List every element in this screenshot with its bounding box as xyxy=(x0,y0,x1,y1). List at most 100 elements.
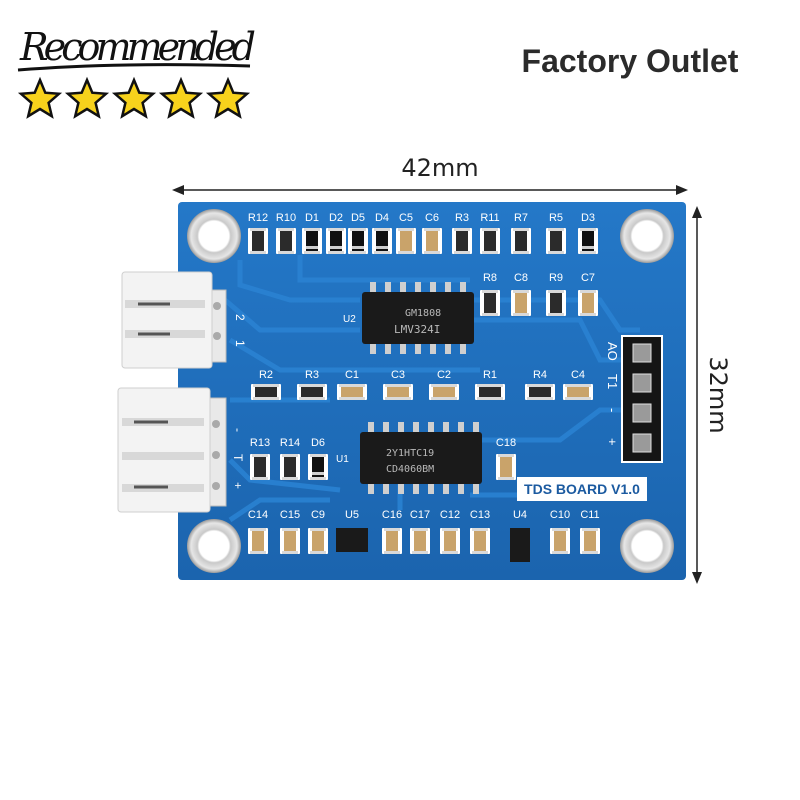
u1-ref: U1 xyxy=(336,454,349,465)
conn-pin-1: 1 xyxy=(233,340,247,347)
header-pin xyxy=(632,373,652,393)
silkscreen-label: D5 xyxy=(351,212,365,224)
width-label: 42mm xyxy=(401,154,478,182)
conn-pin-t: T xyxy=(231,454,245,462)
smd-part xyxy=(578,228,598,254)
mounting-hole xyxy=(620,209,674,263)
silkscreen-label: D1 xyxy=(305,212,319,224)
silkscreen-label: C5 xyxy=(399,212,413,224)
header-pin xyxy=(632,433,652,453)
smd-part xyxy=(302,228,322,254)
silkscreen-label: C3 xyxy=(391,369,405,381)
smd-part xyxy=(525,384,555,400)
smd-part xyxy=(550,528,570,554)
smd-part xyxy=(337,384,367,400)
regulator-u5 xyxy=(336,528,368,552)
silkscreen-label: C10 xyxy=(550,509,570,521)
silkscreen-label: D4 xyxy=(375,212,389,224)
u1-marking-1: 2Y1HTC19 xyxy=(386,448,434,459)
recommended-badge: Recommended xyxy=(17,25,256,119)
width-dimension xyxy=(172,185,688,195)
silkscreen-label: C1 xyxy=(345,369,359,381)
smd-part xyxy=(248,228,268,254)
chip-u1: 2Y1HTC19 CD4060BM U1 xyxy=(336,422,482,494)
board-title: TDS BOARD V1.0 xyxy=(524,481,640,497)
silkscreen-label: C11 xyxy=(580,509,599,521)
silkscreen-label: D6 xyxy=(311,437,325,449)
recommended-text: Recommended xyxy=(19,25,256,69)
smd-part xyxy=(297,384,327,400)
smd-part xyxy=(546,228,566,254)
smd-part xyxy=(429,384,459,400)
smd-part xyxy=(470,528,490,554)
silkscreen-label: R7 xyxy=(514,212,528,224)
smd-part xyxy=(248,528,268,554)
smd-part xyxy=(475,384,505,400)
smd-part xyxy=(496,454,516,480)
smd-part xyxy=(546,290,566,316)
silkscreen-label: C7 xyxy=(581,272,595,284)
silkscreen-label: R10 xyxy=(276,212,296,224)
smd-part xyxy=(410,528,430,554)
conn-pin-minus: - xyxy=(231,428,245,432)
factory-outlet-label: Factory Outlet xyxy=(522,43,739,79)
smd-part xyxy=(440,528,460,554)
u2-ref: U2 xyxy=(343,314,356,325)
smd-part xyxy=(326,228,346,254)
silkscreen-label: R3 xyxy=(305,369,319,381)
silkscreen-label: R1 xyxy=(483,369,497,381)
smd-part xyxy=(280,528,300,554)
star-icon xyxy=(17,76,63,119)
smd-part xyxy=(396,228,416,254)
smd-part xyxy=(308,454,328,480)
smd-part xyxy=(480,290,500,316)
silkscreen-label: R2 xyxy=(259,369,273,381)
header-pin xyxy=(632,343,652,363)
silkscreen-label: R14 xyxy=(280,437,300,449)
silkscreen-label: R4 xyxy=(533,369,547,381)
u2-marking-2: LMV324I xyxy=(394,323,440,336)
silkscreen-label: U5 xyxy=(345,509,359,521)
star-icon xyxy=(205,76,251,119)
silkscreen-label: C9 xyxy=(311,509,325,521)
smd-part xyxy=(250,454,270,480)
smd-part xyxy=(348,228,368,254)
silkscreen-label: C15 xyxy=(280,509,300,521)
smd-part xyxy=(383,384,413,400)
connector-lower xyxy=(117,387,227,513)
silkscreen-label: C6 xyxy=(425,212,439,224)
height-label: 32mm xyxy=(704,356,732,433)
smd-part xyxy=(422,228,442,254)
mounting-hole xyxy=(620,519,674,573)
rating-stars xyxy=(17,76,251,119)
smd-part xyxy=(308,528,328,554)
smd-part xyxy=(578,290,598,316)
silkscreen-label: C2 xyxy=(437,369,451,381)
silkscreen-label: R11 xyxy=(480,212,499,224)
u2-marking-1: GM1808 xyxy=(405,308,441,319)
silkscreen-label: D3 xyxy=(581,212,595,224)
height-dimension xyxy=(692,206,702,584)
silkscreen-label: C8 xyxy=(514,272,528,284)
header-label-t1: T1 xyxy=(605,374,620,389)
header-label-minus: - xyxy=(605,408,620,412)
header-label-ao: AO xyxy=(605,342,620,361)
mounting-hole xyxy=(187,209,241,263)
smd-part xyxy=(511,290,531,316)
chip-u2: GM1808 LMV324I U2 xyxy=(343,282,474,354)
board-title-box: TDS BOARD V1.0 xyxy=(517,477,647,501)
silkscreen-label: R13 xyxy=(250,437,270,449)
smd-part xyxy=(280,454,300,480)
smd-part xyxy=(382,528,402,554)
silkscreen-label: R8 xyxy=(483,272,497,284)
silkscreen-label: R3 xyxy=(455,212,469,224)
u1-marking-2: CD4060BM xyxy=(386,464,434,475)
silkscreen-label: C13 xyxy=(470,509,490,521)
silkscreen-label: R9 xyxy=(549,272,563,284)
header-label-plus: + xyxy=(605,438,620,446)
silkscreen-label: C14 xyxy=(248,509,268,521)
conn-pin-plus: + xyxy=(231,482,245,489)
regulator-u4 xyxy=(510,528,530,562)
